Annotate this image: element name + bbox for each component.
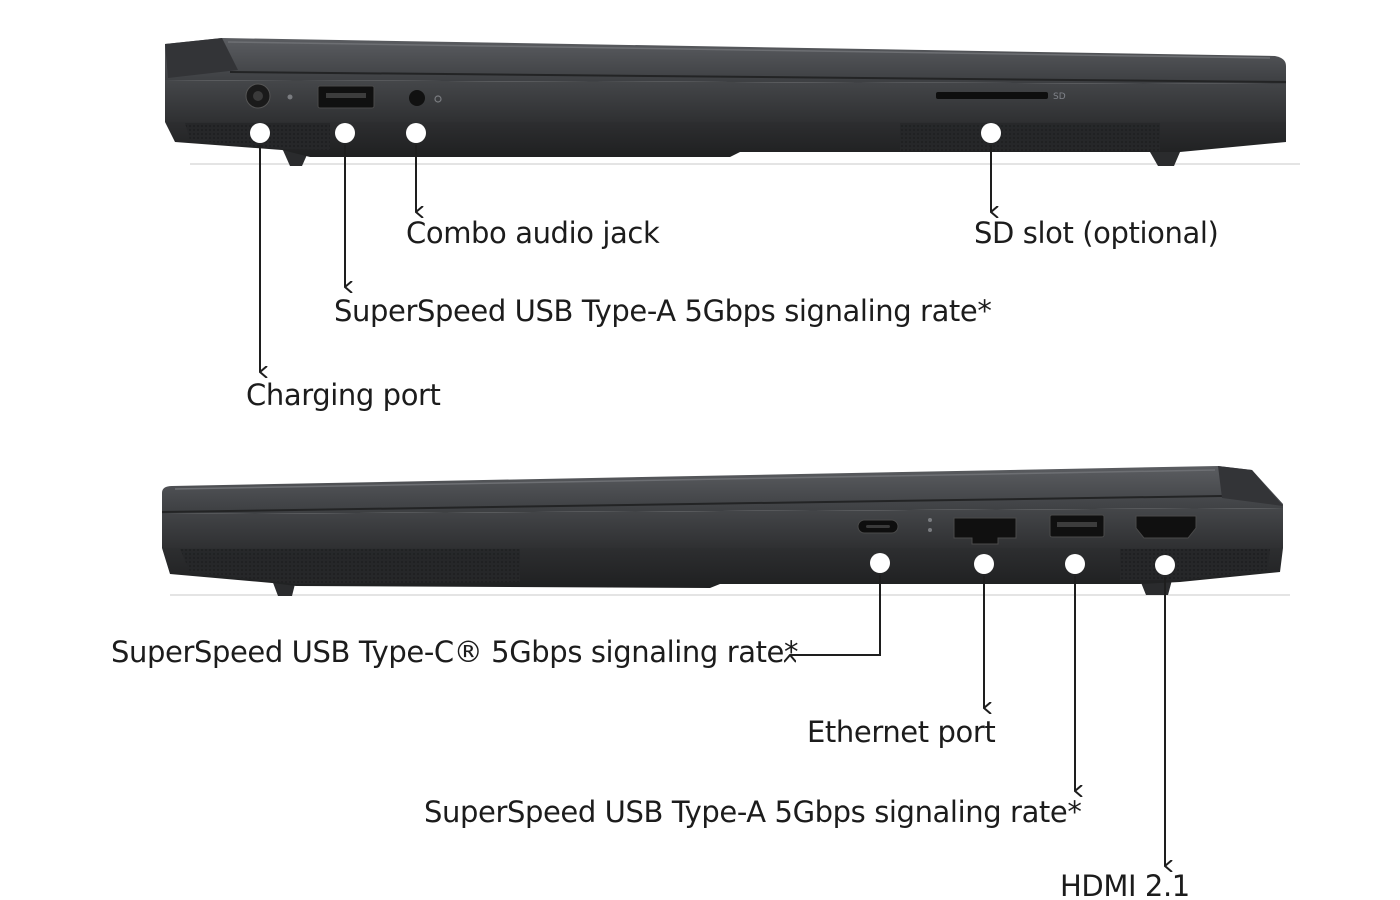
- marker-dot-usb-c: [870, 553, 890, 573]
- label-charging-port: Charging port: [246, 378, 441, 412]
- right-body: [162, 508, 1283, 548]
- label-usb-type-a-left: SuperSpeed USB Type-A 5Gbps signaling ra…: [334, 294, 992, 328]
- leader-lines-left: [259, 145, 991, 372]
- leader-usb-c: [790, 575, 881, 655]
- label-hdmi: HDMI 2.1: [1060, 869, 1190, 900]
- marker-dot-sd: [981, 123, 1001, 143]
- marker-dot-charging: [250, 123, 270, 143]
- label-combo-audio-jack: Combo audio jack: [406, 216, 660, 250]
- left-body: [165, 80, 1286, 122]
- charging-led-icon: [287, 94, 293, 100]
- marker-dot-hdmi: [1155, 555, 1175, 575]
- sd-slot-marking: SD: [1053, 92, 1066, 102]
- laptop-left-side: SD: [165, 38, 1300, 166]
- left-foot-rear: [1150, 152, 1180, 166]
- ethernet-status-led-icon: [928, 518, 932, 532]
- usb-a-port-right: [1049, 514, 1105, 538]
- audio-jack: [409, 90, 442, 106]
- label-usb-type-a-right: SuperSpeed USB Type-A 5Gbps signaling ra…: [424, 795, 1082, 829]
- left-lid-seam: [229, 71, 1287, 83]
- leader-lines-right: [790, 575, 1165, 866]
- right-speaker-grille-rear: [180, 549, 520, 584]
- right-speaker-grille-front: [1120, 549, 1270, 580]
- left-speaker-grille-rear: [900, 123, 1160, 151]
- headset-icon: [434, 95, 442, 103]
- left-shadow: [190, 163, 1300, 165]
- charging-port: [245, 83, 293, 109]
- left-lid-highlight: [227, 41, 1271, 59]
- marker-dot-usb-a-right: [1065, 554, 1085, 574]
- laptop-right-side: [161, 466, 1290, 596]
- label-usb-type-c: SuperSpeed USB Type-C® 5Gbps signaling r…: [111, 635, 799, 669]
- left-lid-hinge: [165, 38, 238, 78]
- marker-dot-usb-a-left: [335, 123, 355, 143]
- right-lid-seam: [161, 495, 1223, 513]
- right-lid-hinge: [1218, 466, 1283, 506]
- marker-dot-audio: [406, 123, 426, 143]
- label-sd-slot: SD slot (optional): [974, 216, 1219, 250]
- sd-card-slot: SD: [936, 92, 1066, 102]
- right-lid: [162, 466, 1283, 514]
- hdmi-port: [1135, 515, 1197, 539]
- ethernet-port: [953, 517, 1017, 545]
- marker-dot-ethernet: [974, 554, 994, 574]
- label-ethernet-port: Ethernet port: [807, 715, 996, 749]
- right-shadow: [170, 594, 1290, 596]
- left-lid: [165, 38, 1286, 84]
- usb-c-port: [857, 519, 899, 534]
- usb-a-port-left: [317, 85, 375, 109]
- right-lid-highlight: [174, 469, 1216, 490]
